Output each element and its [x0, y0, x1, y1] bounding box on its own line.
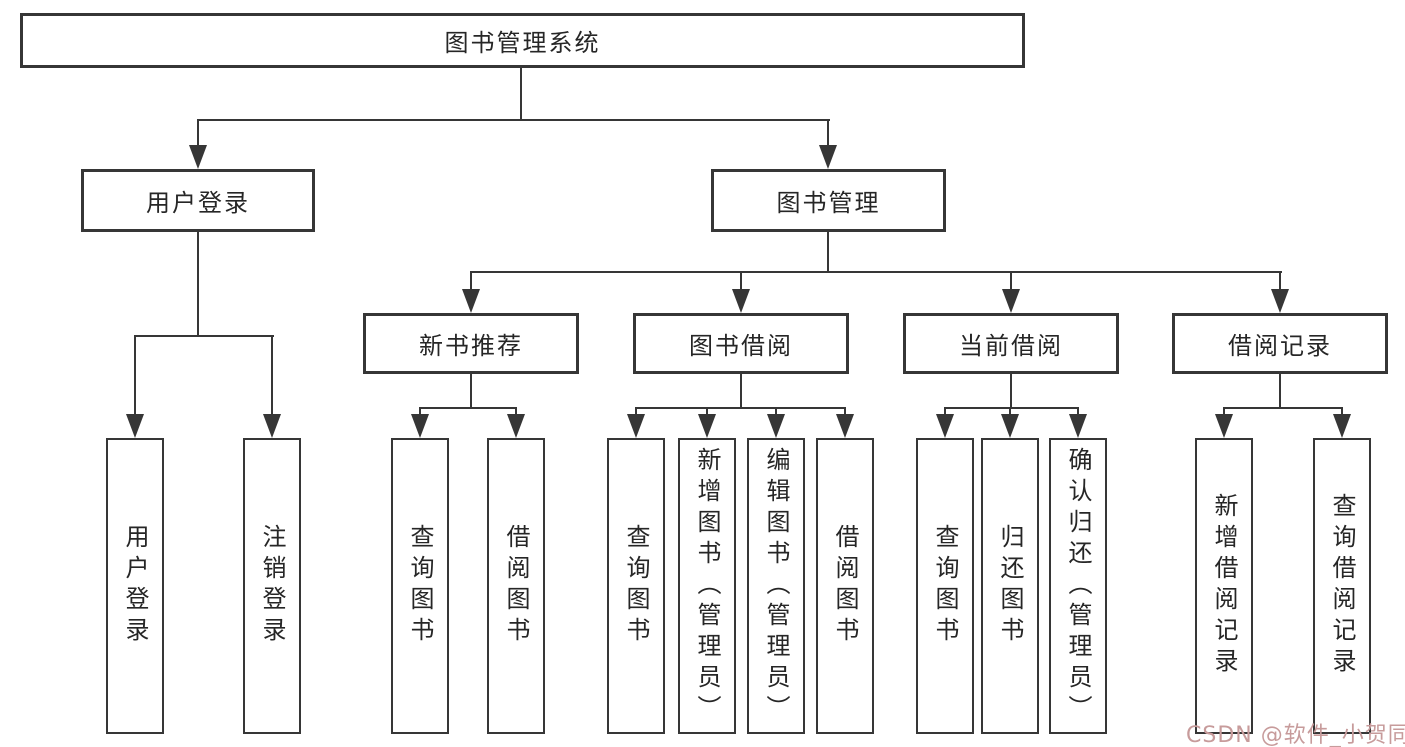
connector [520, 68, 522, 121]
node-label: 图书借阅 [689, 332, 793, 360]
leaf-borrow-books-recommend: 借阅图书 [487, 438, 545, 734]
leaf-borrow-books-borrowing: 借阅图书 [816, 438, 874, 734]
leaf-label: 查询图书 [622, 524, 650, 648]
arrow-down-icon [627, 414, 645, 438]
leaf-label: 借阅图书 [831, 524, 859, 648]
node-book-management: 图书管理 [711, 169, 946, 232]
leaf-logout: 注销登录 [243, 438, 301, 734]
leaf-edit-book-admin: 编辑图书（管理员） [747, 438, 805, 734]
leaf-label: 用户登录 [121, 524, 149, 648]
leaf-query-books-current: 查询图书 [916, 438, 974, 734]
arrow-down-icon [1001, 414, 1019, 438]
connector [1010, 271, 1012, 295]
node-current-borrowing: 当前借阅 [903, 313, 1119, 374]
leaf-query-books-borrowing: 查询图书 [607, 438, 665, 734]
leaf-label: 新增借阅记录 [1210, 493, 1238, 679]
connector [1223, 407, 1343, 409]
connector [271, 335, 273, 417]
node-new-book-recommendation: 新书推荐 [363, 313, 579, 374]
leaf-label: 归还图书 [996, 524, 1024, 648]
connector [635, 407, 846, 409]
connector [419, 407, 517, 409]
connector [197, 119, 199, 149]
arrow-down-icon [411, 414, 429, 438]
arrow-down-icon [1002, 289, 1020, 313]
leaf-label: 查询借阅记录 [1328, 493, 1356, 679]
leaf-label: 新增图书（管理员） [693, 446, 721, 726]
arrow-down-icon [698, 414, 716, 438]
connector [1279, 374, 1281, 409]
arrow-down-icon [732, 289, 750, 313]
leaf-query-books-recommend: 查询图书 [391, 438, 449, 734]
arrow-down-icon [936, 414, 954, 438]
leaf-label: 借阅图书 [502, 524, 530, 648]
connector [134, 335, 136, 417]
arrow-down-icon [126, 414, 144, 438]
leaf-label: 编辑图书（管理员） [762, 446, 790, 726]
watermark: CSDN @软件_小贺同学 [1186, 723, 1405, 747]
node-user-login: 用户登录 [81, 169, 315, 232]
connector [1010, 374, 1012, 409]
node-library-system: 图书管理系统 [20, 13, 1025, 68]
connector [740, 374, 742, 409]
connector [1279, 271, 1281, 295]
connector [197, 232, 199, 337]
connector [740, 271, 742, 295]
leaf-add-borrow-record: 新增借阅记录 [1195, 438, 1253, 734]
connector [470, 271, 472, 295]
arrow-down-icon [767, 414, 785, 438]
leaf-add-book-admin: 新增图书（管理员） [678, 438, 736, 734]
node-label: 用户登录 [146, 189, 250, 217]
node-label: 借阅记录 [1228, 332, 1332, 360]
node-label: 新书推荐 [419, 332, 523, 360]
leaf-label: 注销登录 [258, 524, 286, 648]
arrow-down-icon [263, 414, 281, 438]
arrow-down-icon [1215, 414, 1233, 438]
arrow-down-icon [189, 145, 207, 169]
leaf-user-login: 用户登录 [106, 438, 164, 734]
node-label: 图书管理系统 [444, 29, 601, 57]
arrow-down-icon [462, 289, 480, 313]
connector [827, 232, 829, 273]
connector [470, 271, 1282, 273]
leaf-label: 查询图书 [931, 524, 959, 648]
leaf-label: 查询图书 [406, 524, 434, 648]
node-book-borrowing: 图书借阅 [633, 313, 849, 374]
connector [470, 374, 472, 409]
arrow-down-icon [819, 145, 837, 169]
connector [827, 119, 829, 149]
node-borrowing-records: 借阅记录 [1172, 313, 1388, 374]
leaf-return-books: 归还图书 [981, 438, 1039, 734]
node-label: 图书管理 [776, 189, 881, 217]
arrow-down-icon [1069, 414, 1087, 438]
connector [944, 407, 1079, 409]
connector [134, 335, 274, 337]
leaf-query-borrow-record: 查询借阅记录 [1313, 438, 1371, 734]
connector [197, 119, 830, 121]
arrow-down-icon [507, 414, 525, 438]
arrow-down-icon [1333, 414, 1351, 438]
arrow-down-icon [836, 414, 854, 438]
leaf-confirm-return-admin: 确认归还（管理员） [1049, 438, 1107, 734]
arrow-down-icon [1271, 289, 1289, 313]
node-label: 当前借阅 [959, 332, 1063, 360]
leaf-label: 确认归还（管理员） [1064, 446, 1092, 726]
